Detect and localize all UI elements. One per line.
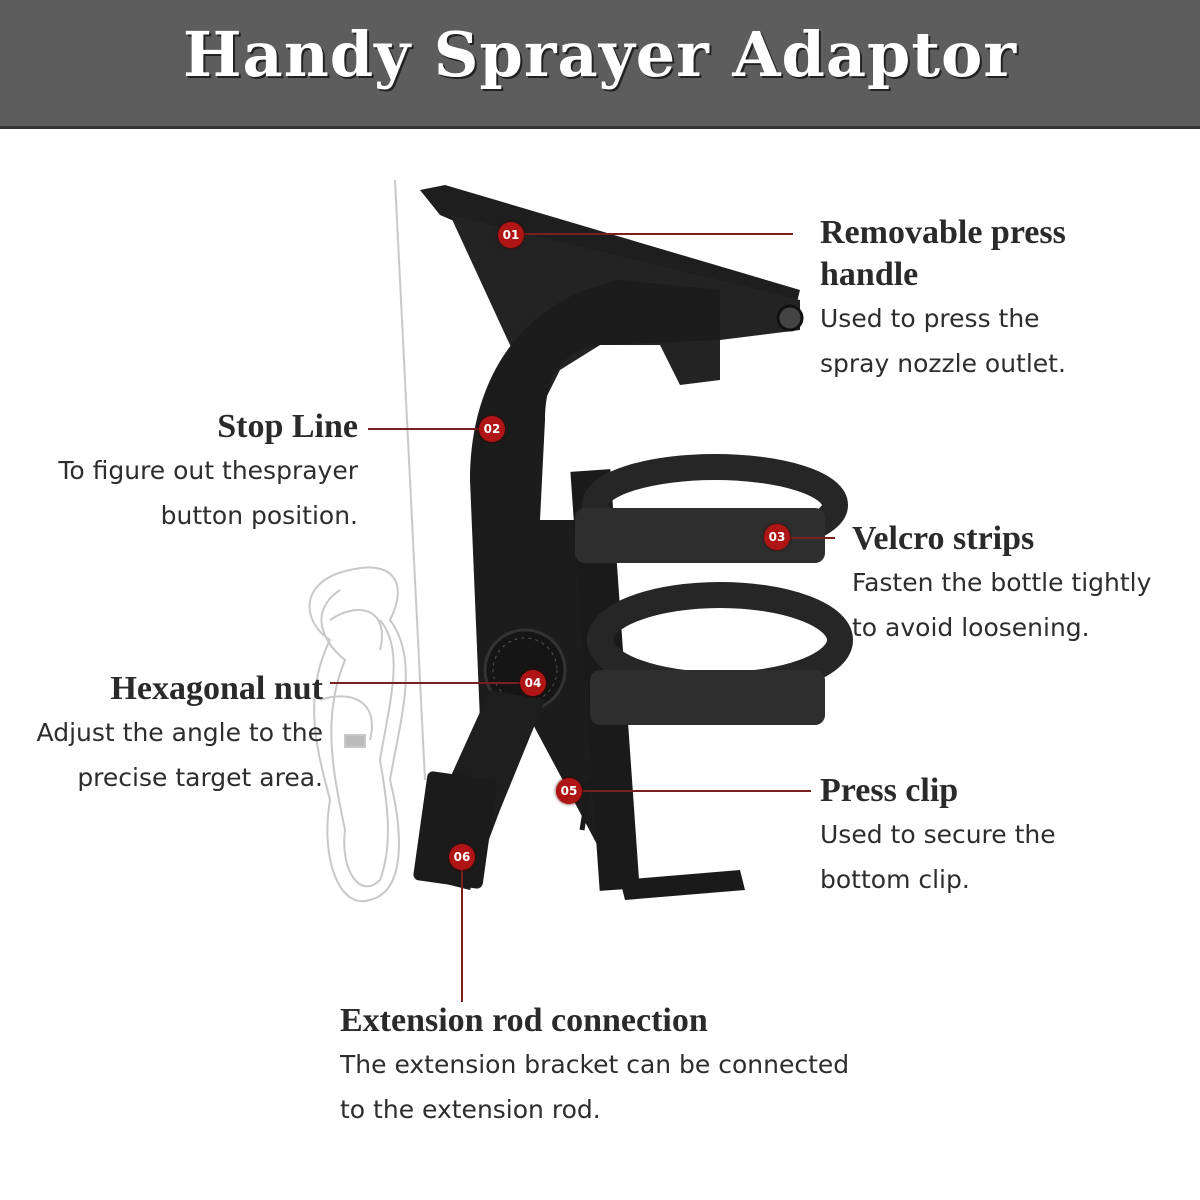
badge-01: 01 (498, 222, 524, 248)
badge-04: 04 (520, 670, 546, 696)
badge-02: 02 (479, 416, 505, 442)
callout-description: to the extension rod. (340, 1095, 601, 1124)
callout-description: spray nozzle outlet. (820, 349, 1066, 378)
callout-press-clip: Press clip Used to secure the bottom cli… (820, 770, 1056, 902)
callout-description: to avoid loosening. (852, 613, 1090, 642)
callout-velcro-strips: Velcro strips Fasten the bottle tightly … (852, 518, 1151, 650)
callout-description: The extension bracket can be connected (340, 1050, 850, 1079)
callout-title: Removable press (820, 214, 1066, 251)
callout-title: Extension rod connection (340, 1002, 708, 1039)
cord-coil-icon (308, 179, 426, 903)
callout-extension-rod-connection: Extension rod connection The extension b… (340, 1000, 849, 1132)
leader-line-06 (461, 862, 463, 1002)
callout-description: precise target area. (77, 763, 323, 792)
callout-description: Adjust the angle to the (36, 718, 323, 747)
leader-line-02 (368, 428, 486, 430)
leader-line-04 (330, 682, 520, 684)
leader-line-03 (783, 537, 835, 539)
callout-title: Stop Line (217, 408, 358, 445)
callout-description: To figure out thesprayer (58, 456, 358, 485)
callout-description: button position. (160, 501, 358, 530)
callout-title: Hexagonal nut (110, 670, 323, 707)
badge-03: 03 (764, 524, 790, 550)
callout-description: Used to press the (820, 304, 1040, 333)
callout-hexagonal-nut: Hexagonal nut Adjust the angle to the pr… (0, 668, 323, 800)
badge-05: 05 (556, 778, 582, 804)
callout-description: bottom clip. (820, 865, 970, 894)
callout-description: Used to secure the (820, 820, 1056, 849)
callout-stop-line: Stop Line To figure out thesprayer butto… (0, 406, 358, 538)
callout-title: handle (820, 256, 919, 293)
callout-removable-press-handle: Removable press handle Used to press the… (820, 212, 1066, 386)
callout-description: Fasten the bottle tightly (852, 568, 1152, 597)
callout-title: Velcro strips (852, 520, 1035, 557)
leader-line-05 (575, 790, 811, 792)
title-banner: Handy Sprayer Adaptor (0, 0, 1200, 129)
callout-title: Press clip (820, 772, 959, 809)
leader-line-01 (511, 233, 793, 235)
badge-06: 06 (449, 844, 475, 870)
page-title: Handy Sprayer Adaptor (182, 18, 1018, 91)
velcro-strip-icon (575, 454, 853, 725)
